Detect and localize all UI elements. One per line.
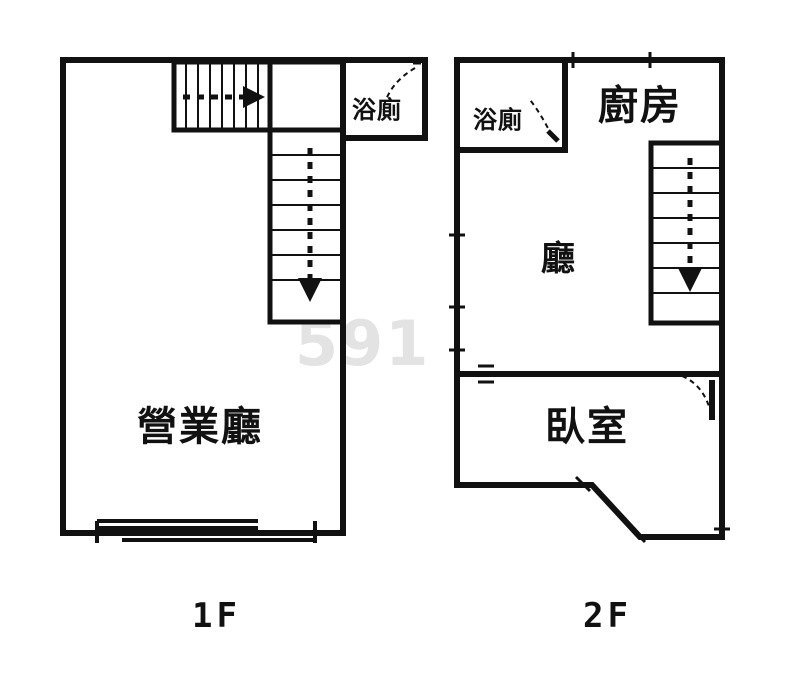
- 2f-bathroom-wall: [457, 57, 568, 153]
- 2f-bedroom-door-arc: [681, 375, 713, 419]
- 1f-floor-tag: 1F: [192, 596, 241, 636]
- 2f-bedroom-door: [681, 375, 715, 420]
- 2f-stair-v-outline: [648, 140, 725, 326]
- 1f-bathroom-wall: [343, 57, 428, 141]
- 2f-stair-v-arrow-head: [678, 268, 702, 292]
- floor-plan-2f: 浴廁 廚房 廳 臥室: [449, 52, 730, 636]
- 2f-window-marks-bottom: [574, 475, 730, 544]
- floor-plan-1f: 浴廁: [60, 57, 428, 636]
- 2f-window-marks-top: [571, 52, 652, 68]
- 1f-stair-h-arrow-head: [243, 86, 265, 108]
- 1f-stair-horizontal: [171, 59, 343, 133]
- 2f-window-marks-left: [449, 233, 465, 352]
- 1f-stair-v-outline: [267, 127, 346, 325]
- 2f-bathroom-label: 浴廁: [473, 106, 523, 134]
- 1f-stair-v-arrow-head: [298, 278, 322, 302]
- 1f-bathroom-door-arc: [382, 67, 416, 111]
- 1f-stair-vertical: [267, 127, 346, 325]
- 2f-bathroom-block: 浴廁: [457, 57, 568, 153]
- 2f-bedroom-partition: [457, 364, 722, 384]
- 2f-stair-vertical: [648, 140, 725, 326]
- 2f-bathroom-door-leaf: [546, 129, 560, 143]
- 1f-entrance-shutter: [95, 519, 317, 543]
- watermark-591: 591: [295, 307, 430, 380]
- 2f-bedroom-label: 臥室: [545, 404, 629, 450]
- 2f-floor-tag: 2F: [583, 596, 632, 636]
- 1f-business-hall-label: 營業廳: [137, 404, 263, 450]
- 1f-bathroom-block: 浴廁: [343, 57, 428, 141]
- 1f-bathroom-label: 浴廁: [352, 96, 402, 124]
- 2f-living-room-label: 廳: [541, 239, 577, 279]
- 2f-kitchen-label: 廚房: [598, 83, 682, 129]
